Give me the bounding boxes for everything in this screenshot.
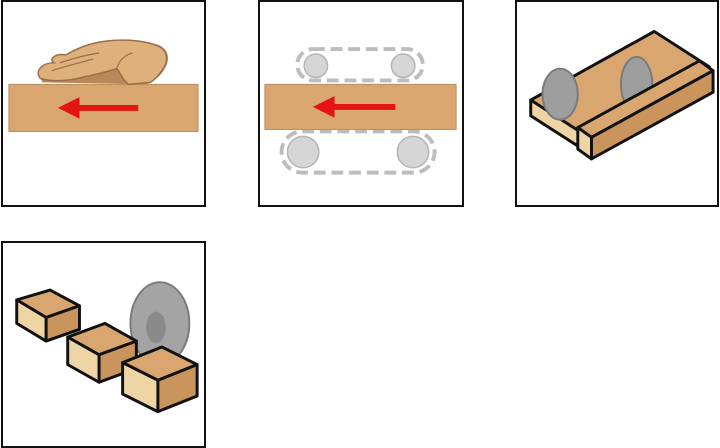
arrow-head [312, 96, 335, 118]
lower-roller-right [396, 135, 430, 169]
arrow-head [57, 97, 80, 119]
block-cut-tile [1, 241, 206, 448]
knuckle-line [116, 52, 133, 69]
hand-feed-tile [1, 0, 206, 207]
finger-line [59, 52, 100, 64]
saw-blade-front [541, 67, 579, 121]
lower-roller-left [286, 135, 320, 169]
saw-blade-rip-fence-icon [529, 29, 715, 161]
hand [37, 39, 168, 86]
conveyor-feed-tile [258, 0, 464, 207]
upper-roller-right [390, 53, 416, 79]
finger-line [51, 58, 94, 72]
saw-blade-hub [146, 311, 166, 344]
board [8, 83, 199, 132]
saw-blade-cut-blocks-icon [15, 281, 199, 414]
upper-roller-left [303, 53, 329, 79]
fence-side [590, 69, 715, 161]
conveyor-belt-feed-icon [264, 47, 457, 175]
wood-block-3 [121, 345, 199, 414]
wood-block-2 [66, 321, 138, 384]
upper-belt [295, 47, 425, 83]
rip-saw-tile [515, 0, 719, 207]
lower-belt [279, 129, 437, 175]
wood-block-1 [15, 288, 81, 343]
hand-pushing-board-icon [8, 39, 199, 132]
